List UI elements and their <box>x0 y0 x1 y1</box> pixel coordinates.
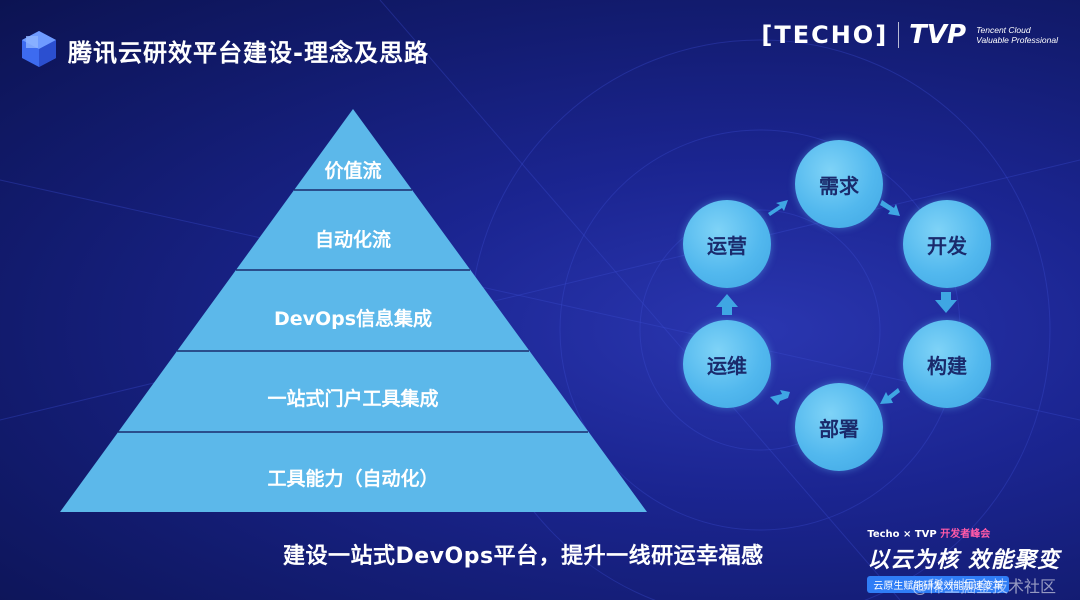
pyramid-tier-devops-integration: DevOps信息集成 <box>273 308 433 330</box>
arrow-icon <box>935 292 957 313</box>
brand-logo: [TECHO] TVP Tencent Cloud Valuable Profe… <box>761 20 1058 50</box>
arrow-icon <box>880 200 900 216</box>
pyramid-tier-automation-stream: 自动化流 <box>314 229 391 251</box>
event-logo-title: 以云为核 效能聚变 <box>867 548 1060 573</box>
event-logo-tag: 云原生赋能研发效能加速变革 <box>867 576 1010 593</box>
event-logo-small: Techo × TVP 开发者峰会 <box>867 529 991 540</box>
pyramid-tier-portal-integration: 一站式门户工具集成 <box>267 388 439 410</box>
cycle-node-operations: 运维 <box>683 320 771 408</box>
arrow-icon <box>770 390 790 405</box>
event-logo: Techo × TVP 开发者峰会 以云为核 效能聚变 云原生赋能研发效能加速变… <box>867 525 1060 593</box>
pyramid-tier-value-stream: 价值流 <box>324 160 382 182</box>
arrow-icon <box>880 388 900 404</box>
cube-logo-icon <box>22 31 56 67</box>
techo-logo: [TECHO] <box>761 21 889 49</box>
brand-separator <box>898 22 900 48</box>
arrow-icon <box>768 200 788 216</box>
watermark: @稀土掘金技术社区 <box>911 577 1056 596</box>
arrow-icon <box>716 294 738 315</box>
cycle-node-requirement: 需求 <box>795 140 883 228</box>
cycle-node-build: 构建 <box>903 320 991 408</box>
cycle-node-deploy: 部署 <box>795 383 883 471</box>
cycle-node-operating: 运营 <box>683 200 771 288</box>
cycle-node-develop: 开发 <box>903 200 991 288</box>
page-title: 腾讯云研效平台建设-理念及思路 <box>68 39 429 67</box>
pyramid-tier-tool-capability: 工具能力（自动化） <box>267 468 439 490</box>
tvp-logo: TVP <box>909 20 967 50</box>
tvp-subtitle: Tencent Cloud Valuable Professional <box>976 25 1058 45</box>
slogan: 建设一站式DevOps平台，提升一线研运幸福感 <box>283 544 764 569</box>
